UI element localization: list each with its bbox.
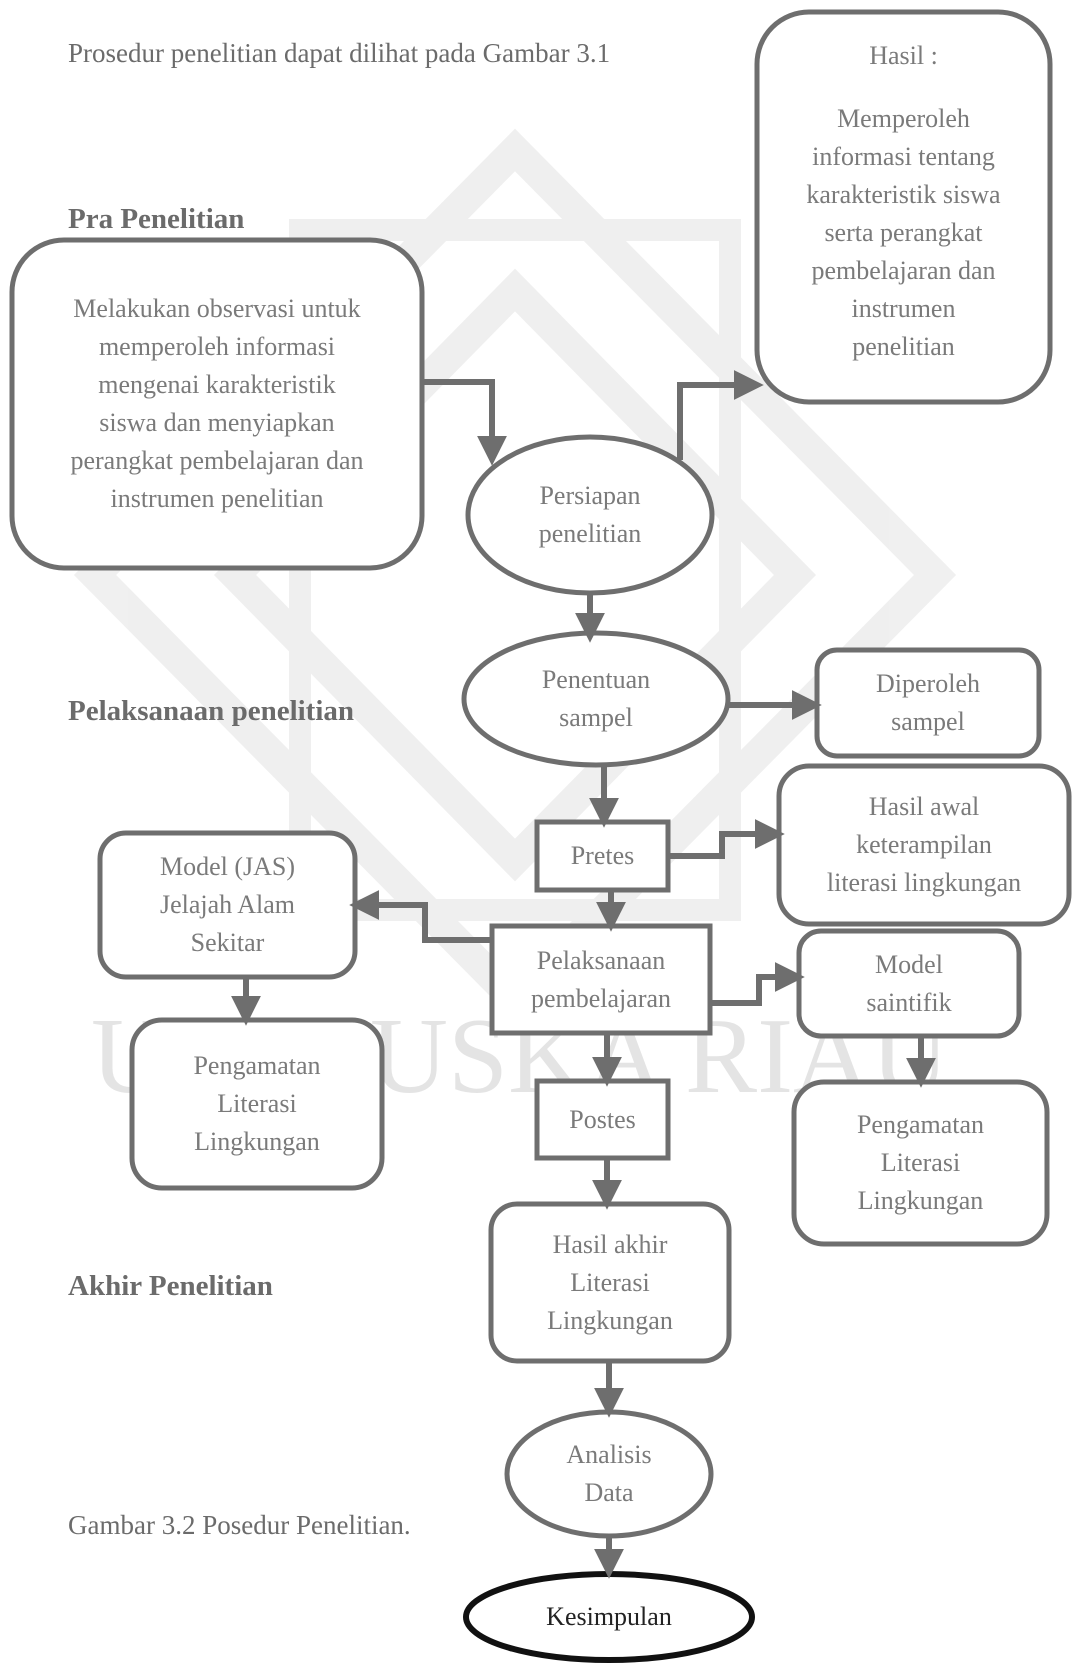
hasil-title-node: Hasil : [757, 36, 1050, 76]
hasil-akhir-node: Hasil akhir Literasi Lingkungan [491, 1204, 729, 1361]
model-saintifik-node: Model saintifik [799, 931, 1019, 1036]
postes-node: Postes [537, 1081, 668, 1158]
arrow-pelaksanaan-saintifik [710, 962, 805, 1006]
arrow-persiapan-hasil [677, 370, 764, 460]
diperoleh-node: Diperoleh sampel [817, 650, 1039, 756]
intro-text: Prosedur penelitian dapat dilihat pada G… [68, 38, 611, 68]
hasil-title-label: Hasil : [869, 41, 938, 70]
kesimpulan-label: Kesimpulan [546, 1602, 672, 1631]
postes-label: Postes [569, 1104, 636, 1134]
phase-pra-penelitian: Pra Penelitian [68, 203, 245, 235]
observasi-box [9, 237, 425, 571]
observasi-node: Melakukan observasi untuk memperoleh inf… [12, 240, 422, 568]
persiapan-label: Persiapan penelitian [538, 481, 642, 548]
pelaksanaan-label: Pelaksanaan pembelajaran [530, 945, 672, 1013]
arrow-pretes-hasilawal [668, 819, 785, 859]
pengamatan-left-node: Pengamatan Literasi Lingkungan [132, 1020, 382, 1188]
hasil-awal-label: Hasil awal keterampilan literasi lingkun… [826, 792, 1022, 897]
pengamatan-left-label: Pengamatan Literasi Lingkungan [193, 1051, 321, 1156]
pengamatan-right-node: Pengamatan Literasi Lingkungan [794, 1082, 1047, 1244]
hasil-body-node: Memperoleh informasi tentang karakterist… [757, 100, 1050, 390]
pretes-label: Pretes [570, 841, 635, 870]
observasi-label: Melakukan observasi untuk memperoleh inf… [70, 294, 364, 513]
pelaksanaan-box [489, 923, 713, 1036]
model-saintifik-label: Model saintifik [866, 949, 952, 1017]
hasil-box [754, 9, 1053, 405]
arrow-observasi-persiapan [422, 379, 507, 466]
kesimpulan-node: Kesimpulan [466, 1574, 752, 1660]
pelaksanaan-node: Pelaksanaan pembelajaran [492, 926, 710, 1033]
diperoleh-label: Diperoleh sampel [876, 669, 980, 736]
figure-caption: Gambar 3.2 Posedur Penelitian. [68, 1510, 411, 1540]
penentuan-node: Penentuan sampel [464, 633, 728, 765]
hasil-body-label: Memperoleh informasi tentang karakterist… [806, 104, 1001, 361]
analisis-label: Analisis Data [566, 1440, 652, 1507]
pretes-node: Pretes [537, 822, 668, 890]
model-jas-label: Model (JAS) Jelajah Alam Sekitar [159, 852, 296, 957]
pengamatan-right-label: Pengamatan Literasi Lingkungan [856, 1110, 985, 1215]
penentuan-label: Penentuan sampel [541, 665, 651, 732]
phase-pelaksanaan-penelitian: Pelaksanaan penelitian [68, 695, 355, 727]
hasil-awal-node: Hasil awal keterampilan literasi lingkun… [779, 766, 1069, 924]
model-jas-node: Model (JAS) Jelajah Alam Sekitar [100, 833, 355, 977]
arrow-pelaksanaan-jas [349, 890, 492, 943]
persiapan-node: Persiapan penelitian [468, 437, 712, 593]
phase-akhir-penelitian: Akhir Penelitian [68, 1270, 273, 1302]
hasil-akhir-label: Hasil akhir Literasi Lingkungan [547, 1229, 673, 1335]
analisis-node: Analisis Data [507, 1412, 711, 1536]
